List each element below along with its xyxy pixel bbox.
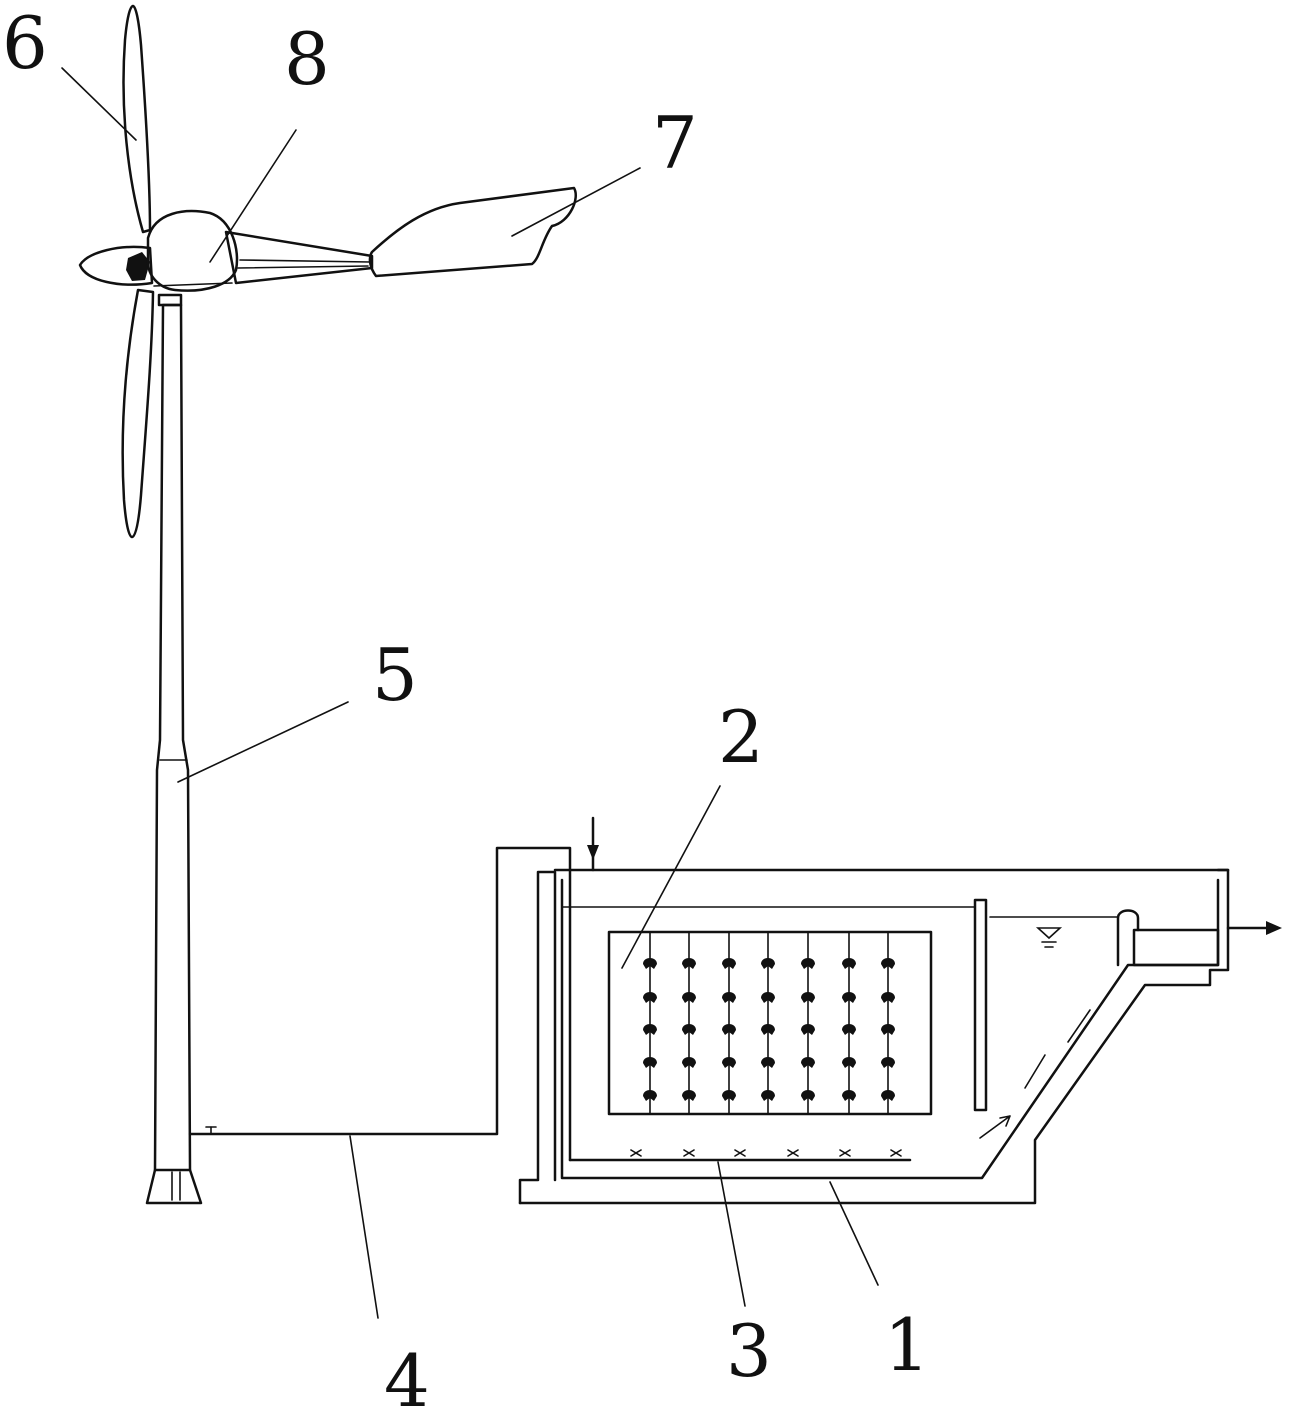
label-filler-frame: 2 — [718, 695, 764, 779]
filler-media-cluster — [801, 1057, 815, 1068]
wind-turbine — [78, 4, 577, 1205]
tail-boom — [224, 230, 374, 285]
filler-media-cluster — [842, 958, 856, 969]
label-tank: 1 — [884, 1303, 930, 1387]
filler-media-cluster — [881, 1057, 895, 1068]
label-air-line: 4 — [384, 1339, 430, 1416]
filler-frame — [607, 930, 933, 1116]
water-surface-symbol — [1035, 927, 1063, 948]
reference-numerals: 6 8 7 5 2 4 3 1 — [2, 1, 930, 1416]
filler-media-cluster — [842, 1090, 856, 1101]
label-blade: 6 — [2, 1, 48, 85]
treatment-tank — [518, 816, 1282, 1205]
filler-frame-border — [607, 930, 933, 1116]
filler-media-cluster — [722, 1090, 736, 1101]
filler-media-cluster — [643, 1090, 657, 1101]
leader-2 — [621, 785, 721, 969]
filler-media-cluster — [722, 992, 736, 1003]
filler-media-cluster — [722, 958, 736, 969]
filler-media-cluster — [761, 1057, 775, 1068]
filler-media-cluster — [643, 1024, 657, 1035]
tail-boom-inner-2 — [237, 265, 369, 269]
filler-media-cluster — [722, 1024, 736, 1035]
label-aeration-pipe: 3 — [726, 1309, 772, 1393]
leader-1 — [829, 1181, 879, 1286]
leader-3 — [717, 1161, 746, 1307]
tail-boom-inner — [239, 259, 371, 263]
filler-media-cluster — [842, 1024, 856, 1035]
air-line — [188, 846, 572, 1136]
flow-arrow-1 — [979, 1115, 1011, 1139]
label-nacelle: 8 — [284, 17, 330, 101]
tail-vane — [368, 186, 577, 278]
nacelle-body — [146, 209, 239, 292]
outlet-arrow — [1266, 921, 1282, 935]
filler-media-cluster — [801, 1090, 815, 1101]
label-tower: 5 — [372, 633, 418, 717]
leader-lines — [61, 67, 879, 1319]
filler-media-cluster — [801, 1024, 815, 1035]
filler-media-cluster — [761, 992, 775, 1003]
filler-media-cluster — [801, 992, 815, 1003]
filler-media-cluster — [682, 1090, 696, 1101]
inlet-arrow — [587, 845, 599, 860]
yaw-bearing — [157, 293, 183, 307]
filler-media-cluster — [761, 958, 775, 969]
filler-media-cluster — [682, 1057, 696, 1068]
leader-8 — [209, 129, 297, 263]
baffle — [973, 898, 988, 1112]
lower-blade — [121, 288, 155, 539]
aeration-diffuser — [839, 1149, 851, 1157]
filler-media-cluster — [881, 992, 895, 1003]
effluent-channel — [1132, 928, 1220, 967]
aeration-diffuser — [630, 1149, 642, 1157]
aeration-diffuser — [683, 1149, 695, 1157]
upper-blade — [122, 4, 152, 234]
rotor-mount — [126, 252, 150, 281]
filler-media-cluster — [801, 958, 815, 969]
tower-base — [145, 1168, 203, 1205]
filler-media-cluster — [881, 1024, 895, 1035]
air-pipe — [188, 846, 572, 1136]
filler-media-cluster — [643, 992, 657, 1003]
label-tail-vane: 7 — [652, 101, 698, 185]
filler-media-cluster — [842, 992, 856, 1003]
nacelle-seam — [153, 282, 233, 287]
filler-media-cluster — [881, 958, 895, 969]
filler-media-cluster — [881, 1090, 895, 1101]
filler-media-cluster — [682, 958, 696, 969]
filler-media-cluster — [682, 1024, 696, 1035]
flow-arrow-2 — [1024, 1054, 1046, 1089]
hub-cone — [78, 245, 154, 286]
aeration-diffuser — [734, 1149, 746, 1157]
overflow-weir — [1116, 909, 1140, 967]
tank-base-left — [518, 870, 557, 1205]
aeration-diffuser — [787, 1149, 799, 1157]
filler-media-cluster — [682, 992, 696, 1003]
flow-arrow-3 — [1067, 1009, 1091, 1043]
tower — [153, 303, 192, 1172]
filler-media-cluster — [761, 1024, 775, 1035]
filler-media-cluster — [643, 1057, 657, 1068]
filler-media-cluster — [761, 1090, 775, 1101]
leader-5 — [177, 701, 349, 783]
leader-4 — [349, 1135, 379, 1319]
tank-outer-wall — [518, 868, 1230, 1205]
leader-7 — [511, 167, 641, 237]
filler-media-cluster — [842, 1057, 856, 1068]
leader-6 — [61, 67, 137, 141]
filler-media-cluster — [643, 958, 657, 969]
filler-media-cluster — [722, 1057, 736, 1068]
aeration-diffuser — [890, 1149, 902, 1157]
aeration-pipe — [568, 868, 912, 1162]
